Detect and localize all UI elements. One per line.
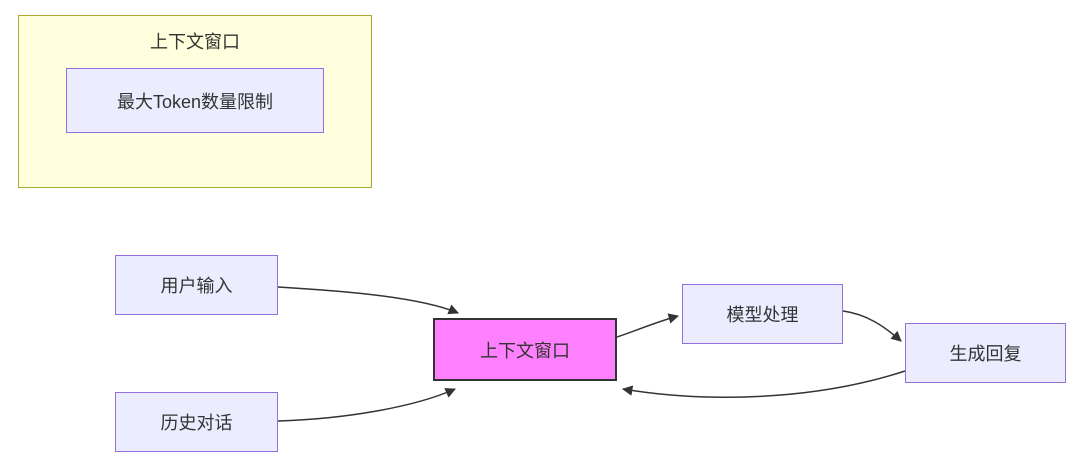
node-model-processing: 模型处理 [682,284,843,344]
edge-model-processing-to-generate-reply [842,310,902,342]
node-history-dialog: 历史对话 [115,392,278,452]
edge-history-to-context-window [277,388,456,422]
node-user-input: 用户输入 [115,255,278,315]
edge-context-window-to-model-processing [616,313,680,338]
edge-generate-reply-to-context-window [621,370,906,398]
node-generate-reply: 生成回复 [905,323,1066,383]
node-context-window: 上下文窗口 [433,318,617,381]
node-max-token-limit: 最大Token数量限制 [66,68,324,133]
edge-user-input-to-context-window [277,286,459,315]
subgraph-title: 上下文窗口 [150,32,240,52]
